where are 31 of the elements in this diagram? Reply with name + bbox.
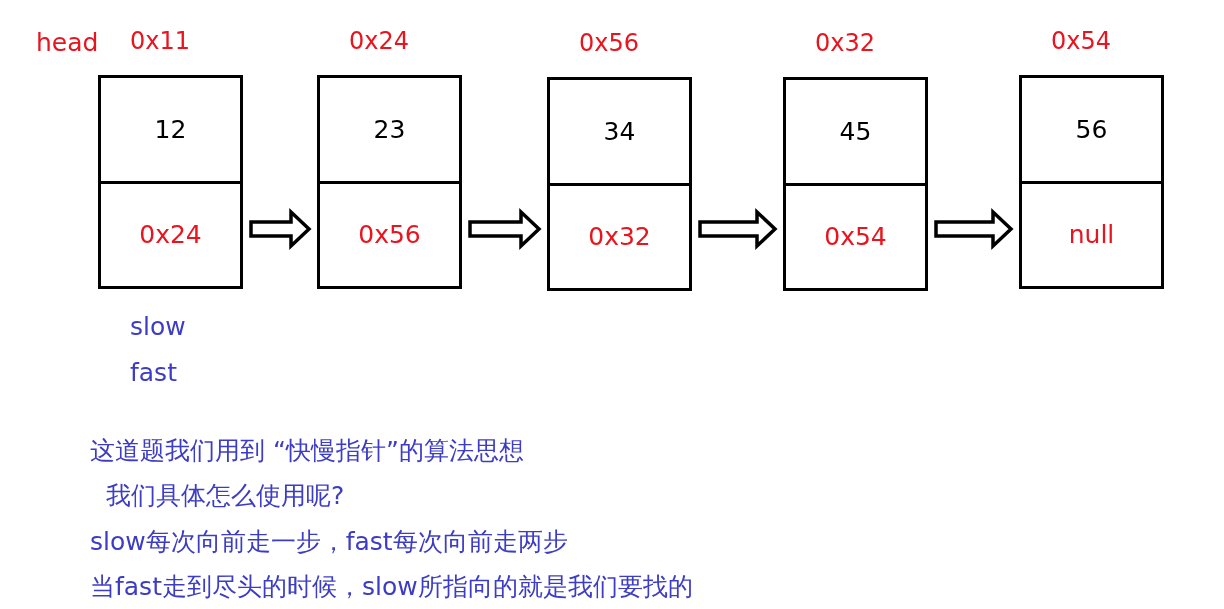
list-node-box [547, 77, 692, 291]
annotation-text: head [36, 28, 99, 57]
block-arrow [249, 207, 312, 251]
annotation-text: slow [130, 312, 186, 341]
annotation-text: 我们具体怎么使用呢? [106, 480, 345, 512]
next-pointer-address: 0x56 [358, 220, 421, 250]
node-value: 45 [839, 116, 872, 146]
block-arrow [698, 207, 778, 251]
node-value: 23 [373, 114, 406, 144]
node-value: 56 [1075, 114, 1108, 144]
block-arrow [468, 207, 542, 251]
annotation-text: 当fast走到尽头的时候，slow所指向的就是我们要找的 [90, 571, 693, 603]
list-node-box [1019, 75, 1164, 289]
next-pointer-address: 0x32 [588, 222, 651, 252]
address-label: 0x54 [1051, 27, 1111, 55]
address-label: 0x56 [579, 29, 639, 57]
list-node-box [783, 77, 928, 291]
address-label: 0x11 [130, 27, 190, 55]
annotation-text: slow每次向前走一步，fast每次向前走两步 [90, 526, 568, 558]
list-node-box [317, 75, 462, 289]
node-value: 34 [603, 116, 636, 146]
address-label: 0x32 [815, 29, 875, 57]
annotation-text: fast [130, 358, 177, 387]
block-arrow [934, 207, 1014, 251]
next-pointer-address: 0x54 [824, 222, 887, 252]
next-pointer-address: null [1068, 220, 1115, 250]
next-pointer-address: 0x24 [139, 220, 202, 250]
annotation-text: 这道题我们用到 “快慢指针”的算法思想 [90, 435, 524, 467]
list-node-box [98, 75, 243, 289]
node-value: 12 [154, 114, 187, 144]
address-label: 0x24 [349, 27, 409, 55]
